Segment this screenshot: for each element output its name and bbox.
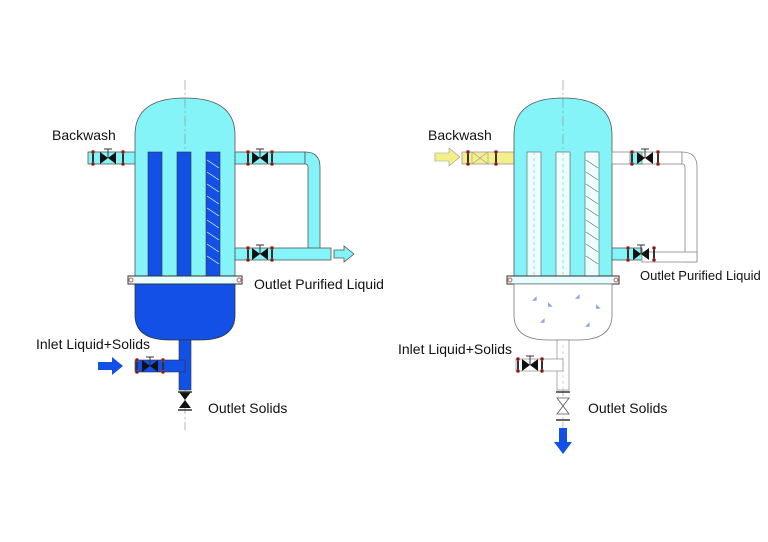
svg-text:◢: ◢ bbox=[575, 293, 580, 300]
right-filter-diagram: ◢◣◢ ◣◢◢ Backwash Outlet Purified Liquid … bbox=[398, 80, 761, 454]
left-outlet-flow-arrow-icon bbox=[333, 245, 355, 263]
right-inlet-label: Inlet Liquid+Solids bbox=[398, 341, 512, 357]
left-solids-chamber bbox=[134, 283, 236, 341]
left-filter-diagram: Backwash Outlet Purified Liquid Inlet Li… bbox=[36, 80, 384, 430]
right-filter-elements bbox=[526, 151, 600, 293]
left-filter-element-1 bbox=[147, 151, 163, 281]
right-solids-chamber bbox=[513, 283, 613, 341]
right-outlet-solids-label: Outlet Solids bbox=[588, 400, 667, 416]
left-outlet-solids-label: Outlet Solids bbox=[208, 400, 287, 416]
left-backwash-label: Backwash bbox=[52, 127, 116, 143]
left-inlet-flow-arrow-icon bbox=[98, 357, 123, 375]
right-solids-outlet-flow-arrow-icon bbox=[554, 428, 572, 454]
svg-text:◣: ◣ bbox=[548, 301, 553, 308]
left-outlet-purified-label: Outlet Purified Liquid bbox=[254, 276, 384, 292]
right-backwash-flow-arrow-icon bbox=[434, 147, 461, 167]
right-backwash-label: Backwash bbox=[428, 127, 492, 143]
svg-text:◢: ◢ bbox=[585, 321, 590, 328]
svg-text:◣: ◣ bbox=[596, 303, 601, 310]
svg-text:◢: ◢ bbox=[532, 295, 537, 302]
left-tube-sheet bbox=[127, 275, 243, 285]
left-filter-element-2 bbox=[176, 151, 192, 281]
svg-text:◢: ◢ bbox=[540, 317, 545, 324]
left-inlet-label: Inlet Liquid+Solids bbox=[36, 336, 150, 352]
right-tube-sheet bbox=[506, 275, 620, 285]
left-solids-outlet-valve-icon[interactable] bbox=[179, 392, 191, 408]
right-outlet-purified-label: Outlet Purified Liquid bbox=[640, 268, 761, 283]
